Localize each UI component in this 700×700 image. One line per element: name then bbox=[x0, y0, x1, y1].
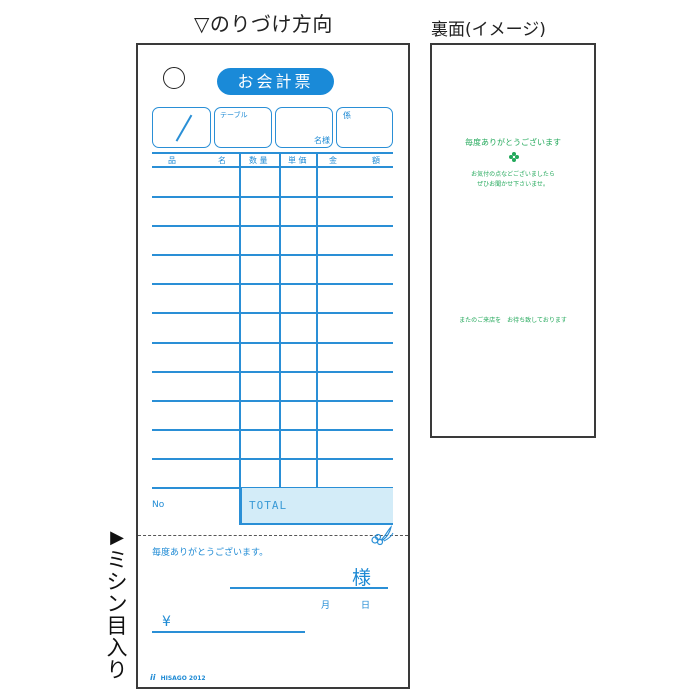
perforation-note-char: り bbox=[106, 658, 128, 682]
item-row-line bbox=[152, 400, 393, 402]
date-slash-icon bbox=[175, 114, 192, 142]
guests-label: 名様 bbox=[314, 136, 330, 145]
table-box: テーブル bbox=[214, 107, 272, 148]
punch-hole-icon bbox=[163, 67, 185, 89]
item-row-line bbox=[152, 312, 393, 314]
col-item-left: 品 bbox=[168, 156, 176, 165]
table-header-line bbox=[152, 166, 393, 168]
item-row-line bbox=[152, 429, 393, 431]
perforation-note: ▶ ミ シ ン 目 入 り bbox=[104, 527, 130, 681]
back-message: お気付の点などございましたら ぜひお聞かせ下さいませ。 bbox=[432, 170, 594, 190]
perforation-note-char: 入 bbox=[106, 636, 128, 660]
yen-label: ¥ bbox=[162, 614, 171, 630]
date-box bbox=[152, 107, 211, 148]
item-row-line bbox=[152, 225, 393, 227]
col-qty: 数 量 bbox=[249, 156, 268, 165]
slip-number-label: No bbox=[152, 500, 165, 510]
total-box: TOTAL bbox=[240, 488, 393, 525]
item-row-line bbox=[152, 254, 393, 256]
back-caption: 裏面(イメージ) bbox=[431, 20, 546, 40]
back-thanks-text: 毎度ありがとうございます bbox=[465, 138, 561, 147]
col-unit-price: 単 価 bbox=[288, 156, 307, 165]
perforation-line bbox=[138, 535, 408, 536]
customer-name-line bbox=[230, 587, 388, 589]
month-label: 月 bbox=[321, 601, 331, 611]
perforation-note-char: シ bbox=[106, 570, 128, 594]
clover-icon bbox=[509, 152, 519, 162]
perforation-note-char: 目 bbox=[106, 614, 128, 638]
flower-icon bbox=[371, 525, 394, 546]
brand-footer: ii HISAGO 2012 bbox=[150, 673, 206, 682]
back-card bbox=[430, 43, 596, 438]
back-message-line2: ぜひお聞かせ下さいませ。 bbox=[477, 181, 549, 188]
col-item-right: 名 bbox=[218, 156, 226, 165]
table-label: テーブル bbox=[220, 111, 248, 119]
col-divider-amount bbox=[316, 153, 318, 488]
amount-line bbox=[152, 631, 305, 633]
day-label: 日 bbox=[361, 601, 371, 611]
slip-title: お会計票 bbox=[217, 68, 334, 95]
brand-text: HISAGO 2012 bbox=[160, 675, 206, 682]
front-caption: ▽のりづけ方向 bbox=[194, 12, 333, 36]
front-card bbox=[136, 43, 410, 689]
arrow-right-icon: ▶ bbox=[110, 527, 124, 548]
col-divider-price bbox=[279, 153, 281, 488]
perforation-note-char: ミ bbox=[106, 548, 128, 572]
col-amount-left: 金 bbox=[329, 156, 337, 165]
staff-label: 係 bbox=[343, 111, 351, 120]
hisago-logo-icon: ii bbox=[150, 673, 156, 682]
total-label: TOTAL bbox=[249, 499, 288, 512]
perforation-note-char: ン bbox=[106, 592, 128, 616]
guests-box: 名様 bbox=[275, 107, 333, 148]
item-row-line bbox=[152, 342, 393, 344]
col-divider-qty bbox=[239, 153, 241, 525]
customer-honorific: 様 bbox=[352, 567, 372, 589]
item-row-line bbox=[152, 458, 393, 460]
col-amount-right: 額 bbox=[372, 156, 380, 165]
back-message-line1: お気付の点などございましたら bbox=[471, 171, 555, 178]
table-top-line bbox=[152, 152, 393, 154]
back-farewell-text: またのご来店を お待ち致しております bbox=[459, 317, 567, 324]
staff-box: 係 bbox=[336, 107, 393, 148]
stub-thanks-text: 毎度ありがとうございます。 bbox=[152, 548, 269, 558]
item-row-line bbox=[152, 371, 393, 373]
item-row-line bbox=[152, 196, 393, 198]
item-row-line bbox=[152, 283, 393, 285]
